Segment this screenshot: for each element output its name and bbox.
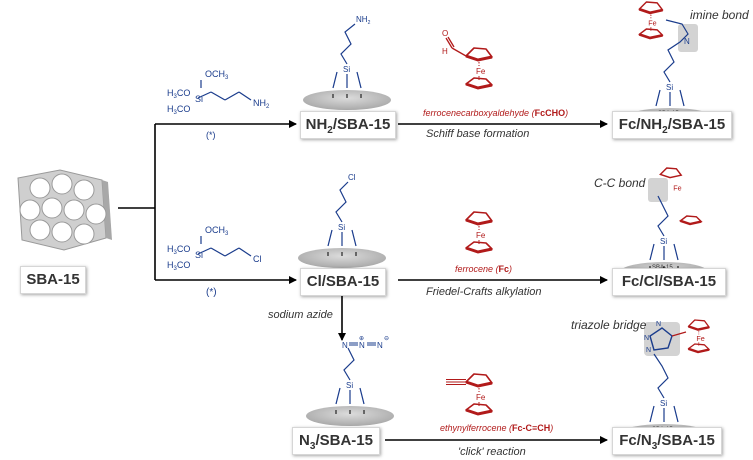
svg-text:H3CO: H3CO (167, 244, 190, 256)
svg-text:Fe: Fe (476, 231, 486, 240)
svg-text:N: N (684, 37, 690, 46)
chlorosilane-structure: Si OCH3 H3CO H3CO Cl (167, 225, 262, 272)
sba15-material-icon (17, 169, 112, 251)
fc-n3-sba15-box: Fc/N3/SBA-15 (612, 427, 722, 455)
svg-text:Fe: Fe (673, 183, 681, 192)
svg-text:H: H (442, 47, 448, 56)
svg-text:N: N (377, 341, 383, 350)
nh2-sba15-box: NH2/SBA-15 (300, 111, 396, 139)
note-triazole-bridge: triazole bridge (571, 318, 647, 332)
svg-text:Si: Si (338, 223, 345, 232)
svg-text:Si: Si (343, 65, 350, 74)
svg-text:Fe: Fe (696, 334, 704, 343)
ethynylferrocene-structure: Fe (446, 372, 494, 416)
fc-cl-sba15-box: Fc/Cl/SBA-15 (612, 268, 726, 296)
svg-text:NH2: NH2 (253, 98, 270, 110)
svg-text:N: N (646, 347, 651, 354)
svg-text:N: N (656, 321, 661, 328)
svg-text:H3CO: H3CO (167, 260, 190, 272)
branch-lines (118, 120, 608, 444)
svg-text:Cl: Cl (253, 254, 262, 264)
sba15-box: SBA-15 (20, 266, 86, 294)
svg-text:Si: Si (666, 83, 673, 92)
svg-text:Fe: Fe (476, 67, 486, 76)
cl-sba15-box: Cl/SBA-15 (300, 268, 386, 296)
triazole-product-structure: N N N Fe Si SBA-15 (619, 318, 711, 445)
n3-sba15-box: N3/SBA-15 (292, 427, 380, 455)
reagent-label-fccho: ferrocenecarboxyaldehyde (FcCHO) (423, 108, 569, 118)
svg-text:Si: Si (195, 250, 203, 260)
svg-text:Si: Si (195, 94, 203, 104)
reagent-label-ethynylferrocene: ethynylferrocene (Fc-C≡CH) (440, 423, 554, 433)
svg-text:Fe: Fe (476, 393, 486, 402)
svg-text:Cl: Cl (348, 173, 356, 182)
grafted-amine-structure: NH2 Si (302, 15, 392, 111)
svg-text:⊕: ⊕ (359, 336, 364, 342)
svg-text:N: N (342, 341, 348, 350)
note-imine-bond: imine bond (690, 8, 749, 22)
svg-text:Si: Si (660, 399, 667, 408)
reagent-label-fc: ferrocene (Fc) (455, 264, 513, 274)
condition-schiff-base: Schiff base formation (426, 128, 530, 140)
svg-text:OCH3: OCH3 (205, 225, 229, 237)
condition-sodium-azide: sodium azide (268, 309, 333, 321)
svg-text:NH2: NH2 (356, 15, 371, 26)
svg-text:⊖: ⊖ (384, 336, 389, 342)
condition-friedel-crafts: Friedel-Crafts alkylation (426, 286, 542, 298)
fc-nh2-sba15-box: Fc/NH2/SBA-15 (612, 111, 732, 139)
ferrocene-structure: Fe (464, 210, 494, 254)
svg-text:Fe: Fe (648, 18, 656, 27)
ferrocenecarboxyaldehyde-structure: Fe O H (442, 29, 494, 90)
grafted-azide-structure: N N ⊕ N ⊖ Si (305, 336, 395, 427)
note-cc-bond: C-C bond (594, 176, 646, 190)
svg-text:H3CO: H3CO (167, 88, 190, 100)
grafted-chloride-structure: Cl Si (297, 173, 387, 269)
svg-text:N: N (359, 341, 365, 350)
svg-text:Si: Si (660, 237, 667, 246)
aminosilane-structure: Si OCH3 H3CO H3CO NH2 (167, 69, 270, 116)
condition-click: 'click' reaction (458, 446, 526, 458)
svg-text:O: O (442, 29, 448, 38)
svg-text:Si: Si (346, 381, 353, 390)
silane-marker-2: (*) (206, 287, 217, 298)
svg-text:N: N (644, 335, 649, 342)
silane-marker-1: (*) (206, 130, 216, 140)
svg-text:H3CO: H3CO (167, 104, 190, 116)
svg-text:OCH3: OCH3 (205, 69, 229, 81)
